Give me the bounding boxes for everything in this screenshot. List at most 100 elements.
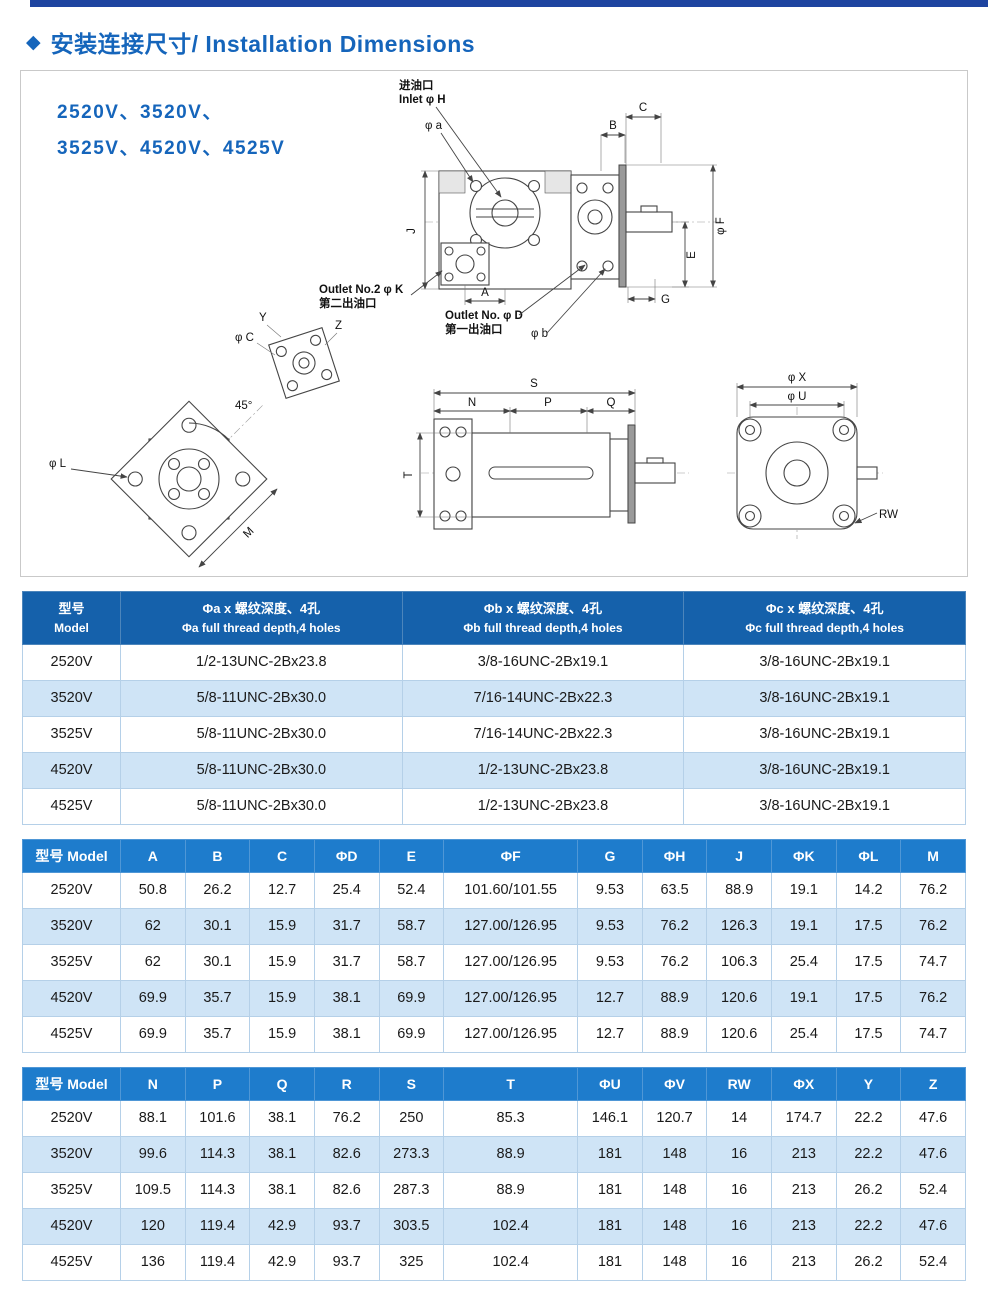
value-cell: 52.4 <box>900 1171 966 1209</box>
value-cell: 69.9 <box>120 1015 186 1053</box>
value-cell: 213 <box>771 1207 837 1245</box>
model-cell: 4525V <box>22 1015 121 1053</box>
column-header: E <box>378 838 445 873</box>
model-cell: 3520V <box>22 679 121 717</box>
column-header: ΦL <box>835 838 902 873</box>
value-cell: 38.1 <box>313 979 380 1017</box>
value-cell: 17.5 <box>835 1015 902 1053</box>
value-cell: 99.6 <box>120 1135 186 1173</box>
value-cell: 114.3 <box>184 1135 251 1173</box>
value-cell: 38.1 <box>313 1015 380 1053</box>
dim-label-g: G <box>661 294 670 306</box>
model-cell: 4520V <box>22 751 121 789</box>
value-cell: 148 <box>641 1135 708 1173</box>
column-header: J <box>706 838 772 873</box>
value-cell: 74.7 <box>900 943 966 981</box>
value-cell: 47.6 <box>900 1135 966 1173</box>
value-cell: 3/8-16UNC-2Bx19.1 <box>401 643 685 681</box>
value-cell: 127.00/126.95 <box>443 979 579 1017</box>
outlet1-label-en: Outlet No. φ D <box>445 310 523 322</box>
value-cell: 7/16-14UNC-2Bx22.3 <box>401 715 685 753</box>
phi-l-label: φ L <box>49 458 67 470</box>
value-cell: 12.7 <box>249 871 315 909</box>
value-cell: 17.5 <box>835 943 902 981</box>
large-flange-view-drawing: 45° φ L M <box>49 400 278 568</box>
value-cell: 22.2 <box>835 1207 902 1245</box>
value-cell: 213 <box>771 1135 837 1173</box>
value-cell: 76.2 <box>641 943 708 981</box>
column-header: T <box>443 1066 579 1101</box>
value-cell: 250 <box>378 1099 445 1137</box>
dim-label-c: C <box>639 102 647 114</box>
page-title: 安装连接尺寸/ Installation Dimensions <box>50 31 476 57</box>
value-cell: 93.7 <box>313 1207 380 1245</box>
value-cell: 38.1 <box>249 1099 315 1137</box>
value-cell: 114.3 <box>184 1171 251 1209</box>
model-cell: 2520V <box>22 871 121 909</box>
dim-label-b: B <box>609 120 617 132</box>
dim-label-m: M <box>241 525 256 540</box>
column-header: A <box>120 838 186 873</box>
value-cell: 1/2-13UNC-2Bx23.8 <box>401 787 685 825</box>
value-cell: 120.7 <box>641 1099 708 1137</box>
model-cell: 4520V <box>22 979 121 1017</box>
value-cell: 287.3 <box>378 1171 445 1209</box>
value-cell: 25.4 <box>313 871 380 909</box>
value-cell: 9.53 <box>577 943 643 981</box>
value-cell: 181 <box>577 1135 643 1173</box>
column-header: ΦU <box>577 1066 643 1101</box>
value-cell: 85.3 <box>443 1099 579 1137</box>
value-cell: 303.5 <box>378 1207 445 1245</box>
value-cell: 76.2 <box>900 871 966 909</box>
value-cell: 25.4 <box>771 943 837 981</box>
value-cell: 3/8-16UNC-2Bx19.1 <box>683 751 966 789</box>
model-list-line2: 3525V、4520V、4525V <box>57 138 286 160</box>
value-cell: 31.7 <box>313 907 380 945</box>
value-cell: 5/8-11UNC-2Bx30.0 <box>120 679 403 717</box>
column-header: ΦV <box>641 1066 708 1101</box>
value-cell: 181 <box>577 1171 643 1209</box>
value-cell: 3/8-16UNC-2Bx19.1 <box>683 679 966 717</box>
column-header: ΦF <box>443 838 579 873</box>
diamond-bullet-icon: ◆ <box>26 31 41 53</box>
value-cell: 120 <box>120 1207 186 1245</box>
value-cell: 22.2 <box>835 1099 902 1137</box>
value-cell: 16 <box>706 1243 772 1281</box>
value-cell: 102.4 <box>443 1243 579 1281</box>
column-header: B <box>184 838 251 873</box>
value-cell: 88.9 <box>443 1135 579 1173</box>
value-cell: 82.6 <box>313 1171 380 1209</box>
inlet-label-en: Inlet φ H <box>399 94 446 106</box>
model-cell: 4525V <box>22 787 121 825</box>
value-cell: 74.7 <box>900 1015 966 1053</box>
column-header: ΦX <box>771 1066 837 1101</box>
rear-view-drawing: φ X φ U RW <box>727 372 898 539</box>
value-cell: 101.6 <box>184 1099 251 1137</box>
phi-c-label: φ C <box>235 332 254 344</box>
dim-label-n: N <box>468 397 476 409</box>
outlet1-label-zh: 第一出油口 <box>445 322 503 336</box>
rw-label: RW <box>879 509 898 521</box>
model-cell: 3525V <box>22 715 121 753</box>
value-cell: 47.6 <box>900 1207 966 1245</box>
value-cell: 50.8 <box>120 871 186 909</box>
column-header: R <box>313 1066 380 1101</box>
column-header: M <box>900 838 966 873</box>
model-cell: 3525V <box>22 943 121 981</box>
model-cell: 2520V <box>22 1099 121 1137</box>
dim-label-t: T <box>403 471 415 478</box>
phi-b-label: φ b <box>531 328 548 340</box>
column-header: Y <box>835 1066 902 1101</box>
